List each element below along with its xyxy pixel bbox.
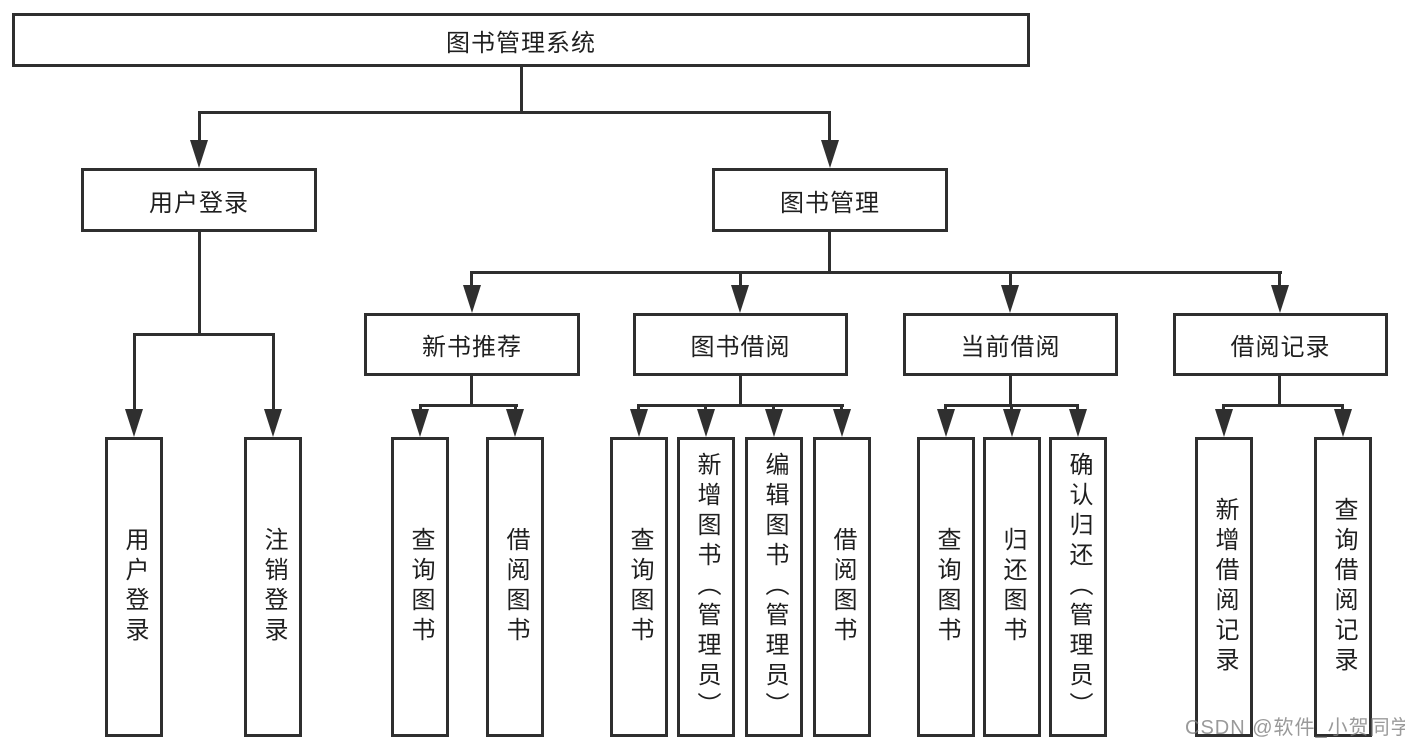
leaf-confirm-return-admin: 确认归还（管理员） — [1049, 437, 1107, 737]
leaf-label: 新增借阅记录 — [1211, 497, 1238, 677]
leaf-label: 查询图书 — [407, 527, 434, 647]
arrowhead-leaf — [125, 409, 143, 437]
leaf-edit-books-admin: 编辑图书（管理员） — [745, 437, 803, 737]
leaf-label: 借阅图书 — [502, 527, 529, 647]
connector-book-mgmt-stem — [828, 111, 831, 145]
leaf-user-login: 用户登录 — [105, 437, 163, 737]
node-book-management: 图书管理 — [712, 168, 948, 232]
connector-root-stem — [520, 67, 523, 113]
connector-book-borrow-branch — [637, 404, 844, 407]
leaf-label: 编辑图书（管理员） — [761, 452, 788, 722]
leaf-label: 确认归还（管理员） — [1065, 452, 1092, 722]
node-current-borrowing: 当前借阅 — [903, 313, 1118, 376]
node-library-system: 图书管理系统 — [12, 13, 1030, 67]
leaf-label: 注销登录 — [260, 527, 287, 647]
connector-current-borrow-down — [1009, 373, 1012, 406]
leaf-label: 查询图书 — [933, 527, 960, 647]
leaf-add-books-admin: 新增图书（管理员） — [677, 437, 735, 737]
arrowhead-leaf — [697, 409, 715, 437]
arrowhead-leaf — [833, 409, 851, 437]
connector-level3-stem — [739, 271, 742, 289]
arrowhead-user-login — [190, 140, 208, 168]
connector-borrow-records-branch — [1222, 404, 1344, 407]
leaf-return-books: 归还图书 — [983, 437, 1041, 737]
arrowhead-leaf — [765, 409, 783, 437]
connector-new-book-rec-down — [470, 373, 473, 406]
leaf-add-borrow-record: 新增借阅记录 — [1195, 437, 1253, 737]
arrowhead-leaf — [1003, 409, 1021, 437]
connector-user-login-stem — [198, 111, 201, 145]
arrowhead-leaf — [1334, 409, 1352, 437]
node-label: 借阅记录 — [1230, 334, 1331, 361]
connector-new-book-rec-branch — [419, 404, 518, 407]
arrowhead-leaf — [264, 409, 282, 437]
connector-user-login-down — [198, 230, 201, 335]
node-label: 图书借阅 — [690, 334, 791, 361]
leaf-borrow-books: 借阅图书 — [486, 437, 544, 737]
connector-user-login-branch — [133, 333, 275, 336]
connector-leaf-stem — [133, 333, 136, 418]
leaf-label: 借阅图书 — [829, 527, 856, 647]
leaf-logout: 注销登录 — [244, 437, 302, 737]
csdn-watermark: CSDN @软件_小贺同学 — [1185, 717, 1405, 739]
leaf-query-books: 查询图书 — [917, 437, 975, 737]
connector-level2-branch — [198, 111, 831, 114]
node-label: 新书推荐 — [422, 334, 522, 361]
node-new-book-recommend: 新书推荐 — [364, 313, 580, 376]
arrowhead-leaf — [630, 409, 648, 437]
leaf-label: 查询借阅记录 — [1330, 497, 1357, 677]
leaf-label: 用户登录 — [121, 527, 148, 647]
leaf-query-books: 查询图书 — [610, 437, 668, 737]
arrowhead-book-borrow — [731, 285, 749, 313]
node-label: 图书管理系统 — [446, 29, 596, 57]
leaf-borrow-books: 借阅图书 — [813, 437, 871, 737]
connector-level3-stem — [1278, 271, 1281, 289]
connector-level3-stem — [470, 271, 473, 289]
arrowhead-leaf — [1215, 409, 1233, 437]
connector-borrow-records-down — [1278, 373, 1281, 406]
arrowhead-leaf — [1069, 409, 1087, 437]
arrowhead-new-book-rec — [463, 285, 481, 313]
leaf-label: 新增图书（管理员） — [693, 452, 720, 722]
arrowhead-leaf — [937, 409, 955, 437]
connector-level3-branch — [471, 271, 1282, 274]
leaf-label: 归还图书 — [999, 527, 1026, 647]
connector-level3-stem — [1009, 271, 1012, 289]
leaf-query-books: 查询图书 — [391, 437, 449, 737]
node-label: 图书管理 — [780, 189, 880, 217]
connector-book-borrow-down — [739, 373, 742, 406]
arrowhead-borrow-records — [1271, 285, 1289, 313]
arrowhead-current-borrow — [1001, 285, 1019, 313]
arrowhead-book-mgmt — [821, 140, 839, 168]
connector-leaf-stem — [272, 333, 275, 418]
arrowhead-leaf — [411, 409, 429, 437]
node-label: 当前借阅 — [960, 334, 1061, 361]
node-book-borrowing: 图书借阅 — [633, 313, 848, 376]
leaf-label: 查询图书 — [626, 527, 653, 647]
node-user-login: 用户登录 — [81, 168, 317, 232]
arrowhead-leaf — [506, 409, 524, 437]
node-borrowing-records: 借阅记录 — [1173, 313, 1388, 376]
leaf-query-borrow-record: 查询借阅记录 — [1314, 437, 1372, 737]
connector-book-mgmt-down — [828, 230, 831, 273]
node-label: 用户登录 — [149, 189, 249, 217]
